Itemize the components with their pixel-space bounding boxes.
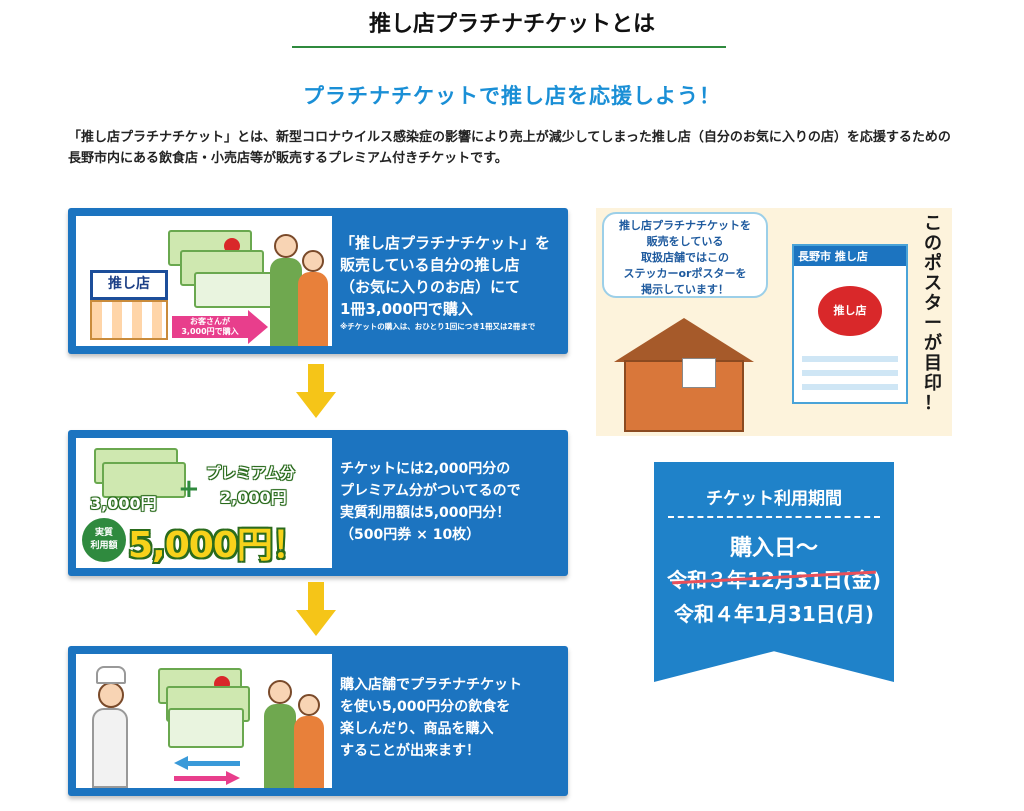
poster-sample: 長野市 推し店 推し店 <box>792 244 908 404</box>
shop-icon <box>90 300 168 340</box>
poster-illustration: 推し店プラチナチケットを 販売をしている 取扱店舗ではこの ステッカーorポスタ… <box>596 208 952 436</box>
poster-line <box>802 356 898 362</box>
down-arrow-icon <box>296 582 336 636</box>
step2-line-4: （500円券 × 10枚） <box>340 527 481 543</box>
caption-char: こ <box>924 213 942 234</box>
page-title: 推し店プラチナチケットとは <box>368 12 655 37</box>
step-purchase: 推し店 お客さんが 3,000円で購入 「推し店プラチナチケット」を 販売してい… <box>68 208 568 354</box>
plus-icon: + <box>178 474 200 504</box>
woman-icon <box>298 694 320 716</box>
caption-char: ー <box>924 313 942 334</box>
woman-body-icon <box>294 716 324 788</box>
step3-line-1: 購入店舗でプラチナチケット <box>340 677 522 693</box>
tag-line-1: お客さんが <box>190 317 230 326</box>
purchase-tag: お客さんが 3,000円で購入 <box>172 316 248 338</box>
poster-line <box>802 384 898 390</box>
step1-line-3: （お気に入りのお店）にて <box>340 278 521 296</box>
poster-heading: 長野市 推し店 <box>794 246 906 266</box>
bubble-line-3: 取扱店舗ではこの <box>641 251 729 264</box>
arrow-left-icon <box>174 756 188 770</box>
shop-sign: 推し店 <box>90 270 168 300</box>
man-icon <box>268 680 292 704</box>
step-use: 購入店舗でプラチナチケット を使い5,000円分の飲食を 楽しんだり、商品を購入… <box>68 646 568 796</box>
purchase-illustration: 推し店 お客さんが 3,000円で購入 <box>76 216 332 346</box>
step3-line-4: することが出来ます！ <box>340 743 480 759</box>
poster-mark-caption: このポスターが目印！ <box>916 214 950 414</box>
caption-char: 目 <box>924 353 942 374</box>
step2-line-1: チケットには2,000円分の <box>340 461 511 477</box>
usage-period-title: チケット利用期間 <box>706 489 842 509</box>
bubble-line-2: 販売をしている <box>646 235 724 248</box>
usage-period-card: チケット利用期間 購入日〜 令和３年12月31日(金) 令和４年1月31日(月) <box>654 462 894 682</box>
step2-line-3: 実質利用額は5,000円分！ <box>340 505 511 521</box>
woman-body-icon <box>298 272 328 346</box>
badge-line-1: 実質 <box>94 528 113 538</box>
poster-seal: 推し店 <box>818 286 882 336</box>
usage-period-start: 購入日〜 <box>729 536 818 561</box>
chef-icon <box>98 682 124 708</box>
caption-char: が <box>924 333 942 354</box>
caption-char: の <box>924 233 942 254</box>
arrow-right-bar <box>174 776 226 781</box>
purchase-limit-note: ※チケットの購入は、おひとり1回につき1冊又は2冊まで <box>340 322 536 331</box>
arrow-right-icon <box>248 310 268 344</box>
sticker-icon <box>682 358 716 388</box>
ticket-book-icon <box>168 708 244 748</box>
bubble-line-4: ステッカーorポスターを <box>623 267 747 280</box>
purchase-text: 「推し店プラチナチケット」を 販売している自分の推し店 （お気に入りのお店）にて… <box>340 232 560 332</box>
base-amount: 3,000円 <box>90 494 157 513</box>
step3-line-3: 楽しんだり、商品を購入 <box>340 721 494 737</box>
arrow-left-bar <box>188 761 240 766</box>
down-arrow-icon <box>296 364 336 418</box>
intro-text: 「推し店プラチナチケット」とは、新型コロナウイルス感染症の影響により売上が減少し… <box>68 130 951 166</box>
effective-amount-badge: 実質 利用額 <box>82 518 126 562</box>
premium-illustration: 3,000円 + プレミアム分 2,000円 実質 利用額 5,000円！ <box>76 438 332 568</box>
premium-text: チケットには2,000円分の プレミアム分がついてるので 実質利用額は5,000… <box>340 458 560 546</box>
page-subtitle: プラチナチケットで推し店を応援しよう！ <box>303 84 721 108</box>
speech-bubble: 推し店プラチナチケットを 販売をしている 取扱店舗ではこの ステッカーorポスタ… <box>602 212 768 298</box>
step1-line-1: 「推し店プラチナチケット」を <box>340 234 551 252</box>
caption-char: タ <box>924 293 942 314</box>
caption-char: ス <box>924 273 942 294</box>
dashed-divider <box>668 516 880 518</box>
woman-icon <box>302 250 324 272</box>
chef-body-icon <box>92 708 128 788</box>
caption-char: 印 <box>924 373 942 394</box>
use-illustration <box>76 654 332 788</box>
ticket-book-icon <box>194 272 278 308</box>
caption-char: ポ <box>924 253 942 274</box>
man-icon <box>274 234 298 258</box>
step3-line-2: を使い5,000円分の飲食を <box>340 699 511 715</box>
step1-line-2: 販売している自分の推し店 <box>340 256 520 274</box>
arrow-right-icon <box>226 771 240 785</box>
step-premium: 3,000円 + プレミアム分 2,000円 実質 利用額 5,000円！ チケ… <box>68 430 568 576</box>
bubble-line-5: 掲示しています！ <box>641 283 729 296</box>
usage-period-new-end: 令和４年1月31日(月) <box>673 602 875 626</box>
badge-line-2: 利用額 <box>90 541 118 551</box>
poster-line <box>802 370 898 376</box>
ticket-icon <box>102 462 186 498</box>
caption-char: ！ <box>924 393 942 414</box>
chef-hat-icon <box>96 666 126 684</box>
total-amount: 5,000円！ <box>128 525 308 566</box>
premium-amount: 2,000円 <box>220 488 287 507</box>
tag-line-2: 3,000円で購入 <box>181 327 239 336</box>
shop-roof-icon <box>614 318 754 362</box>
man-body-icon <box>270 258 302 346</box>
step1-line-4: 1冊3,000円で購入 <box>340 300 473 318</box>
bubble-line-1: 推し店プラチナチケットを <box>619 219 751 232</box>
premium-label: プレミアム分 <box>206 464 295 482</box>
man-body-icon <box>264 704 296 788</box>
title-underline <box>292 46 726 48</box>
step2-line-2: プレミアム分がついてるので <box>340 483 521 499</box>
use-text: 購入店舗でプラチナチケット を使い5,000円分の飲食を 楽しんだり、商品を購入… <box>340 674 560 762</box>
